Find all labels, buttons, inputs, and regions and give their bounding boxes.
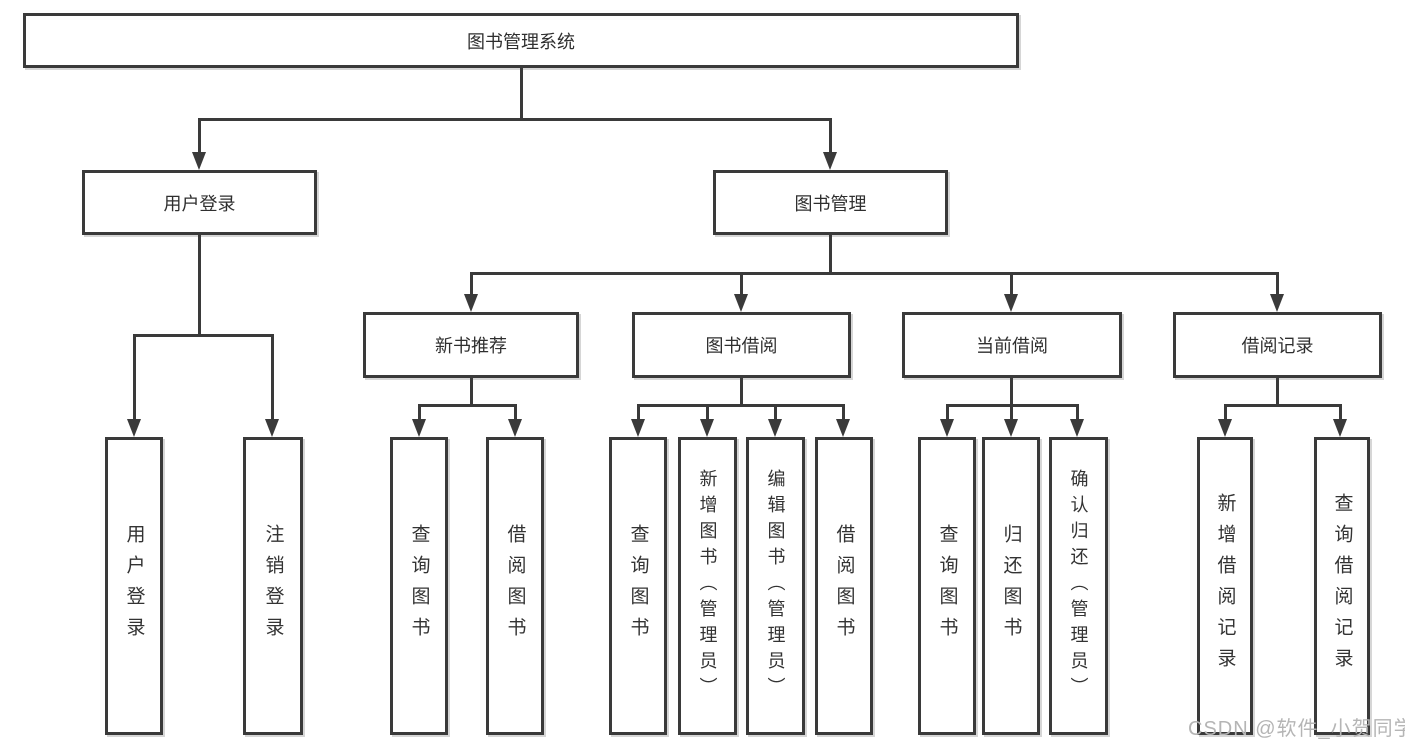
node-borrow-record: 借阅记录	[1173, 312, 1382, 378]
connector	[1224, 404, 1227, 422]
leaf-current-query-book-label: 查询图书	[936, 524, 958, 648]
node-new-book-recommend: 新书推荐	[363, 312, 579, 378]
arrowhead-icon	[265, 419, 279, 437]
connector	[198, 235, 201, 337]
connector	[1010, 378, 1013, 407]
leaf-borrow-book-label: 借阅图书	[833, 524, 855, 648]
arrowhead-icon	[700, 419, 714, 437]
connector	[829, 118, 832, 155]
connector	[198, 118, 201, 155]
arrowhead-icon	[1218, 419, 1232, 437]
connector	[1224, 404, 1341, 407]
arrowhead-icon	[1004, 419, 1018, 437]
leaf-confirm-return-admin: 确认归还（管理员）	[1049, 437, 1108, 735]
connector	[740, 378, 743, 407]
node-user-login-group-label: 用户登录	[163, 193, 236, 214]
leaf-query-borrow-record: 查询借阅记录	[1314, 437, 1370, 735]
leaf-current-query-book: 查询图书	[918, 437, 976, 735]
leaf-borrow-query-book-label: 查询图书	[627, 524, 649, 648]
node-current-borrow-label: 当前借阅	[976, 336, 1048, 356]
leaf-user-login: 用户登录	[105, 437, 163, 735]
arrowhead-icon	[940, 419, 954, 437]
leaf-borrow-book: 借阅图书	[815, 437, 873, 735]
leaf-recommend-query-book: 查询图书	[390, 437, 448, 735]
arrowhead-icon	[127, 419, 141, 437]
node-new-book-recommend-label: 新书推荐	[435, 336, 507, 356]
node-borrow-record-label: 借阅记录	[1241, 336, 1314, 356]
arrowhead-icon	[1333, 419, 1347, 437]
leaf-recommend-query-book-label: 查询图书	[408, 524, 430, 648]
connector	[514, 404, 517, 422]
connector	[133, 334, 274, 337]
connector	[829, 235, 832, 275]
connector	[198, 118, 832, 121]
arrowhead-icon	[508, 419, 522, 437]
connector	[470, 378, 473, 407]
arrowhead-icon	[823, 152, 837, 170]
arrowhead-icon	[412, 419, 426, 437]
connector	[740, 272, 743, 297]
connector	[706, 404, 709, 422]
node-book-borrow-label: 图书借阅	[705, 336, 778, 356]
leaf-add-borrow-record: 新增借阅记录	[1197, 437, 1253, 735]
connector	[418, 404, 517, 407]
arrowhead-icon	[734, 294, 748, 312]
arrowhead-icon	[192, 152, 206, 170]
leaf-borrow-query-book: 查询图书	[609, 437, 667, 735]
connector	[1276, 272, 1279, 297]
node-book-borrow: 图书借阅	[632, 312, 851, 378]
arrowhead-icon	[768, 419, 782, 437]
connector	[470, 272, 1277, 275]
connector	[271, 334, 274, 422]
node-root-label: 图书管理系统	[467, 31, 575, 52]
connector	[1010, 404, 1013, 422]
connector	[637, 404, 844, 407]
csdn-watermark: CSDN @软件_小贺同学	[1188, 718, 1405, 740]
arrowhead-icon	[1004, 294, 1018, 312]
connector	[1076, 404, 1079, 422]
node-book-management-label: 图书管理	[794, 193, 867, 214]
leaf-recommend-borrow-book-label: 借阅图书	[504, 524, 526, 648]
connector	[520, 68, 523, 120]
leaf-confirm-return-admin-label: 确认归还（管理员）	[1068, 469, 1089, 703]
leaf-add-book-admin: 新增图书（管理员）	[678, 437, 737, 735]
connector	[470, 272, 473, 297]
arrowhead-icon	[631, 419, 645, 437]
leaf-query-borrow-record-label: 查询借阅记录	[1331, 493, 1353, 679]
node-current-borrow: 当前借阅	[902, 312, 1122, 378]
node-book-management: 图书管理	[713, 170, 948, 235]
connector	[133, 334, 136, 422]
connector	[842, 404, 845, 422]
leaf-return-book: 归还图书	[982, 437, 1040, 735]
node-user-login-group: 用户登录	[82, 170, 317, 235]
leaf-edit-book-admin: 编辑图书（管理员）	[746, 437, 805, 735]
leaf-logout: 注销登录	[243, 437, 303, 735]
connector	[1010, 272, 1013, 297]
leaf-edit-book-admin-label: 编辑图书（管理员）	[765, 469, 786, 703]
arrowhead-icon	[836, 419, 850, 437]
arrowhead-icon	[464, 294, 478, 312]
leaf-add-borrow-record-label: 新增借阅记录	[1214, 493, 1236, 679]
node-root: 图书管理系统	[23, 13, 1019, 68]
arrowhead-icon	[1270, 294, 1284, 312]
connector	[1339, 404, 1342, 422]
leaf-add-book-admin-label: 新增图书（管理员）	[697, 469, 718, 703]
connector	[1276, 378, 1279, 407]
arrowhead-icon	[1070, 419, 1084, 437]
connector	[418, 404, 421, 422]
connector	[774, 404, 777, 422]
leaf-logout-label: 注销登录	[262, 524, 284, 648]
connector	[637, 404, 640, 422]
leaf-user-login-label: 用户登录	[123, 524, 145, 648]
leaf-return-book-label: 归还图书	[1000, 524, 1022, 648]
connector	[946, 404, 949, 422]
leaf-recommend-borrow-book: 借阅图书	[486, 437, 544, 735]
